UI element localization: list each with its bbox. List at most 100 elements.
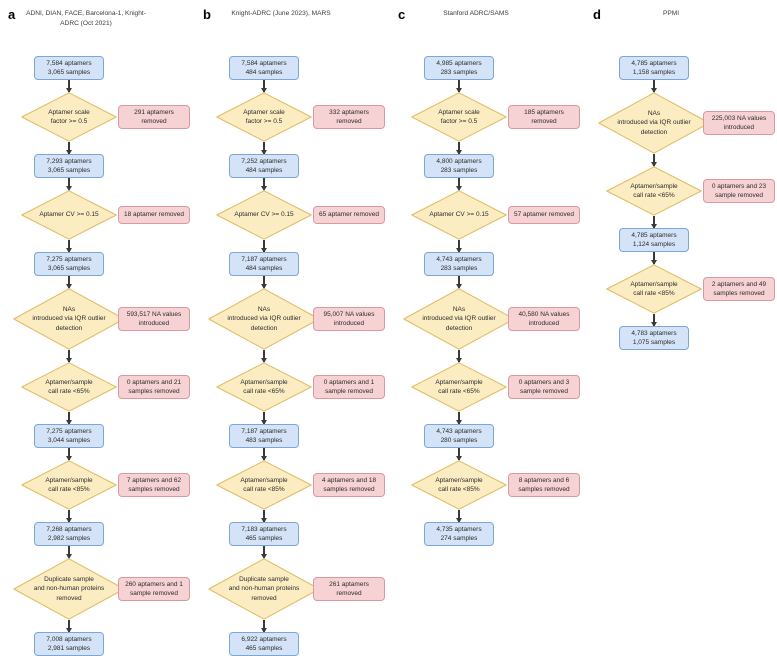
decision-diamond-shape [21,190,117,240]
decision-node: Aptamer/sample call rate <65% [411,362,507,412]
removed-box: 0 aptamers and 23 sample removed [703,179,775,203]
removed-box-label: 261 aptamers removed [329,580,369,597]
removed-box-label: 57 aptamer removed [514,211,574,219]
count-box: 7,252 aptamers 484 samples [229,154,299,178]
decision-label: Aptamer/sample call rate <65% [630,182,678,199]
removed-box: 593,517 NA values introduced [118,307,190,331]
decision-label: NAs introduced via IQR outlier detection [32,305,106,332]
arrow-down [454,412,463,425]
arrow-down [259,510,268,523]
count-box: 7,187 aptamers 483 samples [229,424,299,448]
removed-box-label: 65 aptamer removed [319,211,379,219]
decision-label: NAs introduced via IQR outlier detection [422,305,496,332]
decision-node: Aptamer/sample call rate <65% [21,362,117,412]
decision-node: Aptamer/sample call rate <85% [411,460,507,510]
decision-diamond-shape [21,92,117,142]
removed-box: 2 aptamers and 49 samples removed [703,277,775,301]
decision-label: Aptamer scale factor >= 0.5 [438,108,480,125]
arrow-down [454,80,463,93]
arrow-down [64,448,73,461]
decision-diamond-shape [216,190,312,240]
count-box: 4,783 aptamers 1,075 samples [619,326,689,350]
decision-node: Aptamer scale factor >= 0.5 [216,92,312,142]
count-box: 7,187 aptamers 484 samples [229,252,299,276]
decision-node: NAs introduced via IQR outlier detection [598,92,710,154]
arrow-down [259,240,268,253]
count-box: 6,922 aptamers 465 samples [229,632,299,656]
arrow-down [64,510,73,523]
count-box: 7,275 aptamers 3,044 samples [34,424,104,448]
count-box: 4,800 aptamers 283 samples [424,154,494,178]
count-box: 7,293 aptamers 3,065 samples [34,154,104,178]
decision-node: Aptamer scale factor >= 0.5 [21,92,117,142]
decision-node: NAs introduced via IQR outlier detection [403,288,515,350]
removed-box-label: 8 aptamers and 6 samples removed [518,476,570,493]
count-box: 7,584 aptamers 484 samples [229,56,299,80]
arrow-down [649,252,658,265]
decision-label: Duplicate sample and non-human proteins … [33,575,105,602]
decision-diamond-shape [411,460,507,510]
decision-label: Aptamer scale factor >= 0.5 [243,108,285,125]
count-box-label: 7,187 aptamers 484 samples [241,255,287,272]
panel-title-c: Stanford ADRC/SAMS [443,10,509,17]
removed-box: 260 aptamers and 1 sample removed [118,577,190,601]
removed-box-label: 18 aptamer removed [124,211,184,219]
count-box: 4,985 aptamers 283 samples [424,56,494,80]
count-box: 7,584 aptamers 3,065 samples [34,56,104,80]
panel-letter-b: b [203,7,211,22]
panel-title-b: Knight-ADRC (June 2023), MARS [231,10,331,17]
decision-diamond-shape [13,288,125,350]
decision-node: Aptamer/sample call rate <65% [606,166,702,216]
arrow-down [259,412,268,425]
arrow-down [64,412,73,425]
arrow-down [259,178,268,191]
removed-box: 65 aptamer removed [313,206,385,224]
count-box-label: 7,275 aptamers 3,044 samples [46,427,92,444]
arrow-down [259,546,268,559]
removed-box-label: 593,517 NA values introduced [126,310,182,327]
count-box: 7,275 aptamers 3,065 samples [34,252,104,276]
decision-node: Aptamer/sample call rate <85% [21,460,117,510]
removed-box: 57 aptamer removed [508,206,580,224]
decision-node: Aptamer CV >= 0.15 [21,190,117,240]
removed-box-label: 4 aptamers and 18 samples removed [321,476,377,493]
removed-box: 332 aptamers removed [313,105,385,129]
count-box-label: 7,183 aptamers 465 samples [241,525,287,542]
removed-box: 8 aptamers and 6 samples removed [508,473,580,497]
decision-diamond-shape [606,166,702,216]
decision-node: Aptamer CV >= 0.15 [216,190,312,240]
decision-diamond-shape [411,362,507,412]
arrow-down [64,276,73,289]
count-box: 4,785 aptamers 1,124 samples [619,228,689,252]
removed-box: 261 aptamers removed [313,577,385,601]
count-box-label: 7,584 aptamers 3,065 samples [46,59,92,76]
count-box-label: 7,268 aptamers 2,982 samples [46,525,92,542]
decision-label: Aptamer CV >= 0.15 [234,211,294,219]
decision-diamond-shape [216,92,312,142]
decision-diamond-shape [216,460,312,510]
count-box-label: 4,785 aptamers 1,158 samples [631,59,677,76]
count-box-label: 7,008 aptamers 2,981 samples [46,635,92,652]
decision-label: Aptamer/sample call rate <65% [45,378,93,395]
decision-diamond-shape [216,362,312,412]
arrow-down [454,510,463,523]
decision-node: Aptamer CV >= 0.15 [411,190,507,240]
arrow-down [649,154,658,167]
arrow-down [259,620,268,633]
panel-letter-c: c [398,7,406,22]
count-box-label: 4,785 aptamers 1,124 samples [631,231,677,248]
removed-box-label: 260 aptamers and 1 sample removed [125,580,183,597]
arrow-down [454,350,463,363]
decision-node: Aptamer/sample call rate <85% [216,460,312,510]
arrow-down [259,142,268,155]
arrow-down [454,178,463,191]
decision-node: Aptamer/sample call rate <65% [216,362,312,412]
decision-label: Aptamer/sample call rate <65% [435,378,483,395]
arrow-down [64,620,73,633]
decision-diamond-shape [208,558,320,620]
count-box: 7,183 aptamers 465 samples [229,522,299,546]
arrow-down [259,276,268,289]
arrow-down [64,240,73,253]
